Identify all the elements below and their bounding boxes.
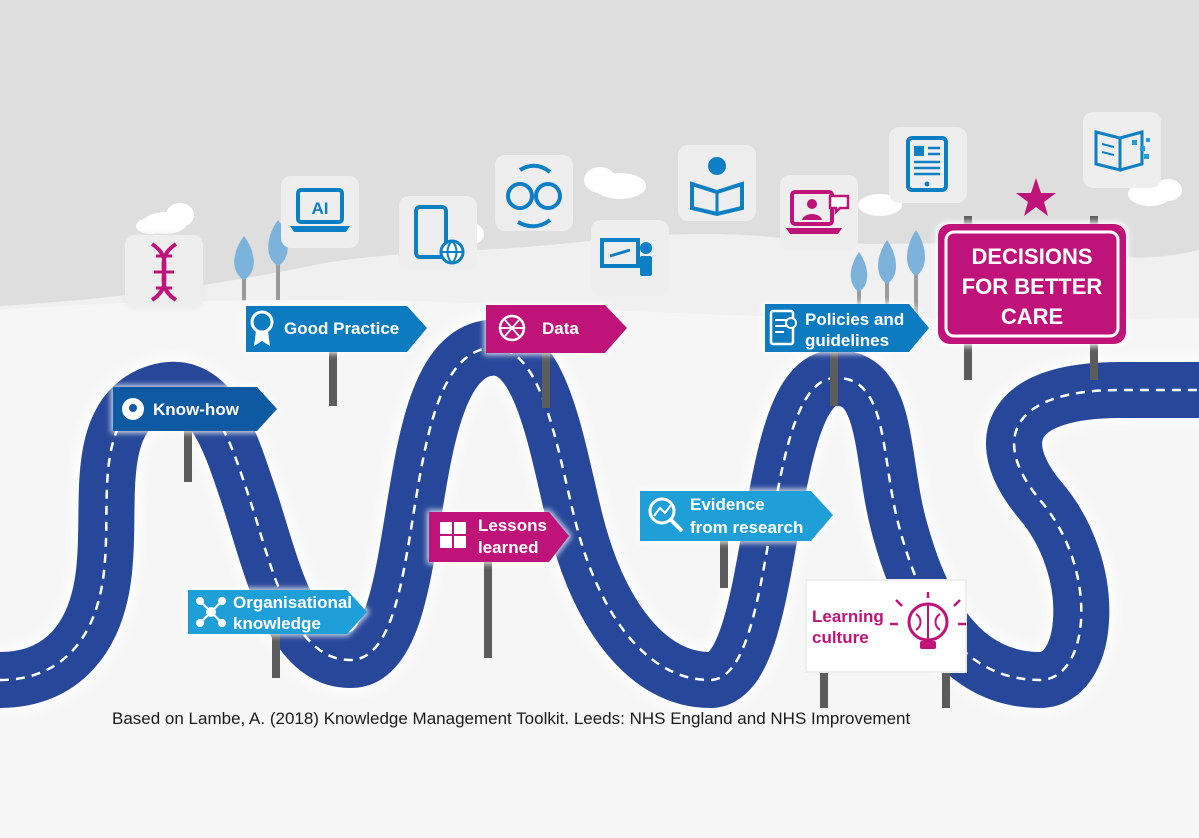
good-practice-label: Good Practice [284, 319, 399, 338]
digital-book-icon [1083, 112, 1161, 188]
destination-line3: CARE [1001, 304, 1063, 329]
sign-good-practice: Good Practice [244, 304, 430, 354]
policies-label-line1: Policies and [805, 310, 904, 329]
tree [234, 236, 254, 312]
sign-policies: Policies and guidelines [763, 302, 932, 354]
destination-line2: FOR BETTER [962, 274, 1103, 299]
magnifier-chart-icon [648, 497, 676, 525]
icon-tiles: AI [125, 112, 1161, 307]
data-label: Data [542, 319, 579, 338]
dna-icon [125, 235, 203, 307]
presentation-icon [591, 220, 669, 296]
evidence-label-line1: Evidence [690, 495, 765, 514]
e-reader-icon [889, 127, 967, 203]
puzzle-icon [440, 522, 466, 548]
sign-learning-culture: Learning culture [805, 579, 967, 673]
lessons-learned-label-line2: learned [478, 538, 538, 557]
policies-label-line2: guidelines [805, 331, 889, 350]
trees [234, 220, 926, 320]
evidence-label-line2: from research [690, 518, 803, 537]
star-icon [1016, 178, 1056, 216]
brain-bulb-icon [890, 592, 966, 649]
sign-know-how: Know-how [111, 385, 280, 433]
heads-exchange-icon [495, 155, 573, 231]
organisational-knowledge-label-line2: knowledge [233, 614, 321, 633]
know-how-label: Know-how [153, 400, 240, 419]
destination-line1: DECISIONS [971, 244, 1092, 269]
sign-evidence: Evidence from research [638, 489, 836, 543]
source-caption: Based on Lambe, A. (2018) Knowledge Mana… [112, 709, 911, 728]
learning-culture-label-line1: Learning [812, 607, 884, 626]
lessons-learned-label-line1: Lessons [478, 516, 547, 535]
ai-laptop-icon: AI [281, 176, 359, 248]
reader-icon [678, 145, 756, 221]
ai-icon-label: AI [312, 199, 329, 218]
sign-data: Data [484, 303, 630, 355]
tree [877, 240, 897, 320]
sign-lessons-learned: Lessons learned [427, 510, 572, 564]
tablet-globe-icon [399, 196, 477, 270]
learning-culture-label-line2: culture [812, 628, 869, 647]
destination-sign: DECISIONS FOR BETTER CARE [936, 178, 1128, 346]
video-call-icon [780, 175, 858, 251]
tree [906, 230, 926, 320]
tree [850, 252, 868, 320]
organisational-knowledge-label-line1: Organisational [233, 593, 352, 612]
sign-organisational-knowledge: Organisational knowledge [186, 588, 370, 636]
